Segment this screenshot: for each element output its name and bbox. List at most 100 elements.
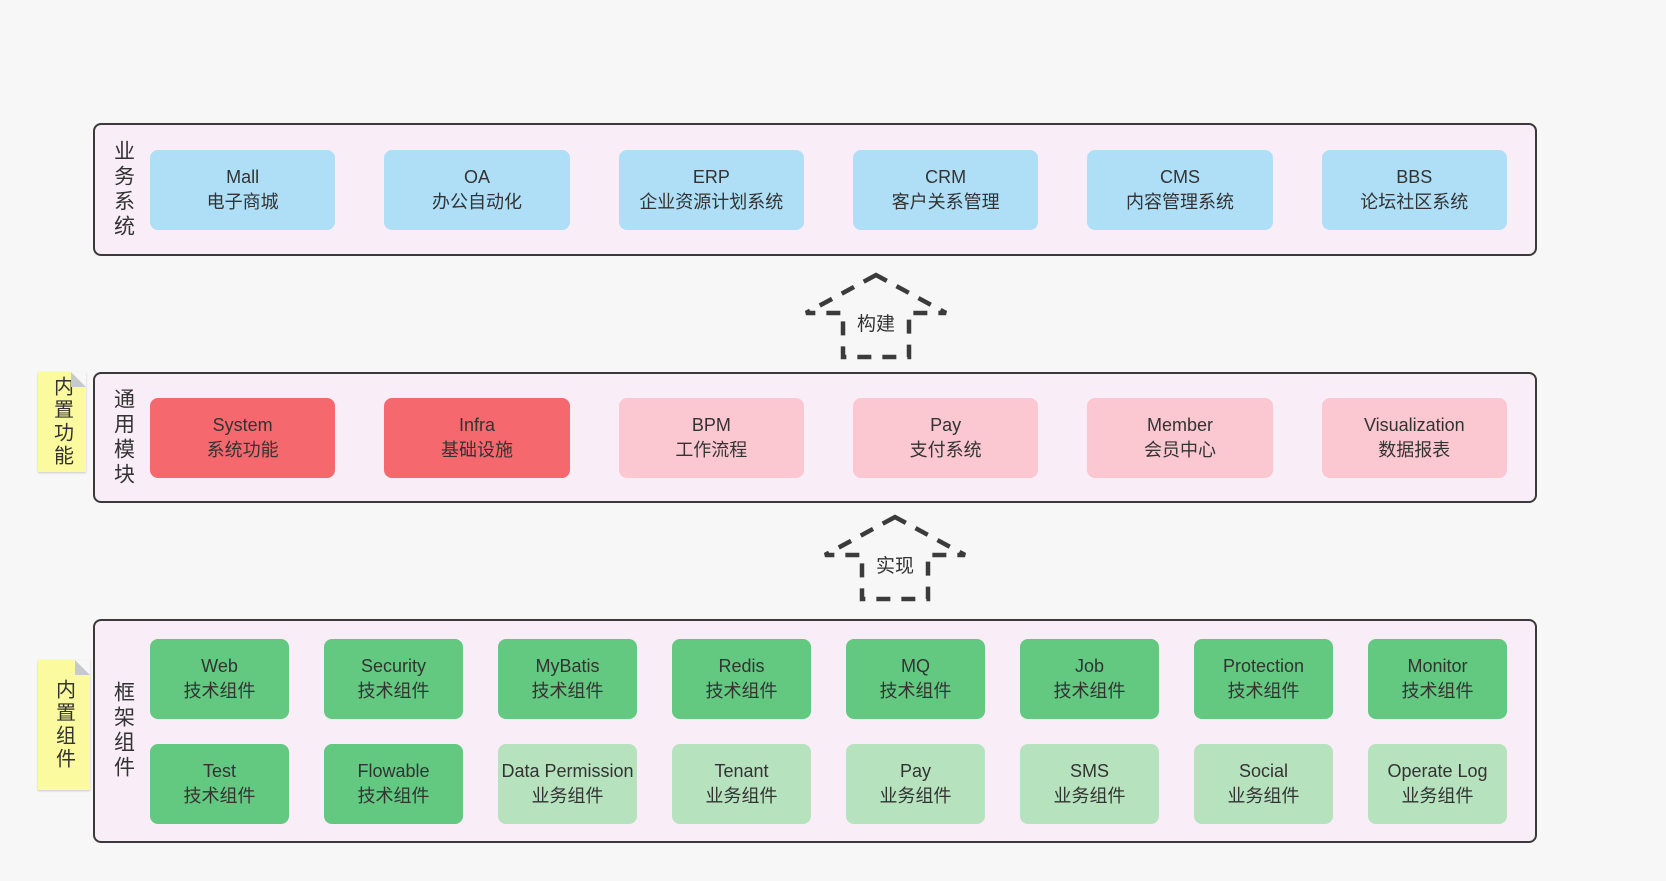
- box-subtitle: 业务组件: [531, 785, 604, 806]
- box-title: Job: [1074, 655, 1105, 676]
- arrow-build-up: 构建: [801, 271, 951, 361]
- box-subtitle: 技术组件: [357, 680, 430, 701]
- section-label-common-modules: 通用模块: [111, 387, 135, 488]
- box-job: Job 技术组件: [1020, 638, 1159, 719]
- box-title: Infra: [458, 414, 495, 435]
- box-monitor: Monitor 技术组件: [1368, 638, 1507, 719]
- box-title: CMS: [1159, 166, 1200, 187]
- box-subtitle: 基础设施: [440, 439, 513, 460]
- box-subtitle: 企业资源计划系统: [639, 191, 784, 212]
- box-title: Pay: [899, 760, 932, 781]
- dashed-up-arrow-icon: [823, 514, 967, 602]
- box-title: Protection: [1222, 655, 1305, 676]
- section-label-framework-components: 框架组件: [111, 681, 135, 781]
- box-pay: Pay 支付系统: [852, 397, 1039, 478]
- box-subtitle: 技术组件: [357, 785, 430, 806]
- box-subtitle: 技术组件: [879, 680, 952, 701]
- dashed-up-arrow-icon: [804, 272, 948, 360]
- box-subtitle: 技术组件: [531, 680, 604, 701]
- box-title: OA: [463, 166, 490, 187]
- box-title: Data Permission: [501, 760, 634, 781]
- box-security: Security 技术组件: [324, 638, 463, 719]
- box-subtitle: 技术组件: [183, 785, 256, 806]
- section-label-column: 业务系统: [95, 125, 150, 254]
- box-title: BBS: [1396, 166, 1433, 187]
- box-title: Tenant: [714, 760, 769, 781]
- box-title: Member: [1146, 414, 1213, 435]
- box-visualization: Visualization 数据报表: [1321, 397, 1507, 478]
- sticky-note-built-in-features: 内置功能: [38, 372, 86, 472]
- box-subtitle: 内容管理系统: [1125, 191, 1234, 212]
- box-protection: Protection 技术组件: [1194, 638, 1333, 719]
- box-system: System 系统功能: [150, 397, 336, 478]
- sticky-note-text: 内置组件: [52, 679, 75, 771]
- box-flowable: Flowable 技术组件: [324, 743, 463, 824]
- box-title: Redis: [718, 655, 765, 676]
- box-social: Social 业务组件: [1194, 743, 1333, 824]
- box-web: Web 技术组件: [150, 638, 289, 719]
- box-title: MQ: [901, 655, 930, 676]
- box-subtitle: 办公自动化: [431, 191, 522, 212]
- box-subtitle: 业务组件: [879, 785, 952, 806]
- box-subtitle: 系统功能: [206, 439, 279, 460]
- box-subtitle: 技术组件: [1227, 680, 1300, 701]
- box-mq: MQ 技术组件: [846, 638, 985, 719]
- section-label-column: 通用模块: [95, 374, 150, 501]
- box-title: Flowable: [357, 760, 430, 781]
- box-subtitle: 业务组件: [705, 785, 778, 806]
- box-infra: Infra 基础设施: [384, 397, 570, 478]
- box-subtitle: 数据报表: [1378, 439, 1451, 460]
- section-label-business-systems: 业务系统: [111, 139, 135, 240]
- box-data-permission: Data Permission 业务组件: [498, 743, 637, 824]
- box-subtitle: 技术组件: [1053, 680, 1126, 701]
- arrow-label-implement: 实现: [872, 555, 918, 579]
- arrow-implement-up: 实现: [820, 513, 970, 603]
- box-title: System: [212, 414, 273, 435]
- arrow-label-build: 构建: [853, 313, 899, 337]
- box-subtitle: 技术组件: [1401, 680, 1474, 701]
- box-erp: ERP 企业资源计划系统: [618, 149, 804, 230]
- box-title: BPM: [691, 414, 731, 435]
- box-test: Test 技术组件: [150, 743, 289, 824]
- box-subtitle: 业务组件: [1227, 785, 1300, 806]
- box-title: Security: [360, 655, 427, 676]
- box-operate-log: Operate Log 业务组件: [1368, 743, 1507, 824]
- box-title: Visualization: [1363, 414, 1465, 435]
- box-subtitle: 技术组件: [183, 680, 256, 701]
- box-subtitle: 业务组件: [1401, 785, 1474, 806]
- box-pay: Pay 业务组件: [846, 743, 985, 824]
- box-row: Test 技术组件 Flowable 技术组件 Data Permission 业务组件 T…: [150, 743, 1507, 824]
- box-subtitle: 技术组件: [705, 680, 778, 701]
- box-cms: CMS 内容管理系统: [1087, 149, 1273, 230]
- box-title: CRM: [925, 166, 967, 187]
- box-title: MyBatis: [535, 655, 600, 676]
- box-subtitle: 支付系统: [909, 439, 982, 460]
- box-oa: OA 办公自动化: [384, 149, 570, 230]
- box-title: Pay: [930, 414, 962, 435]
- box-subtitle: 业务组件: [1053, 785, 1126, 806]
- box-subtitle: 电子商城: [206, 191, 279, 212]
- box-title: Monitor: [1407, 655, 1468, 676]
- box-title: ERP: [692, 166, 730, 187]
- section-label-column: 框架组件: [95, 621, 150, 841]
- sticky-note-text: 内置功能: [50, 376, 73, 468]
- box-title: Social: [1238, 760, 1289, 781]
- box-title: Operate Log: [1387, 760, 1488, 781]
- box-title: Test: [202, 760, 236, 781]
- sticky-note-built-in-components: 内置组件: [38, 660, 90, 790]
- box-title: Web: [201, 655, 238, 676]
